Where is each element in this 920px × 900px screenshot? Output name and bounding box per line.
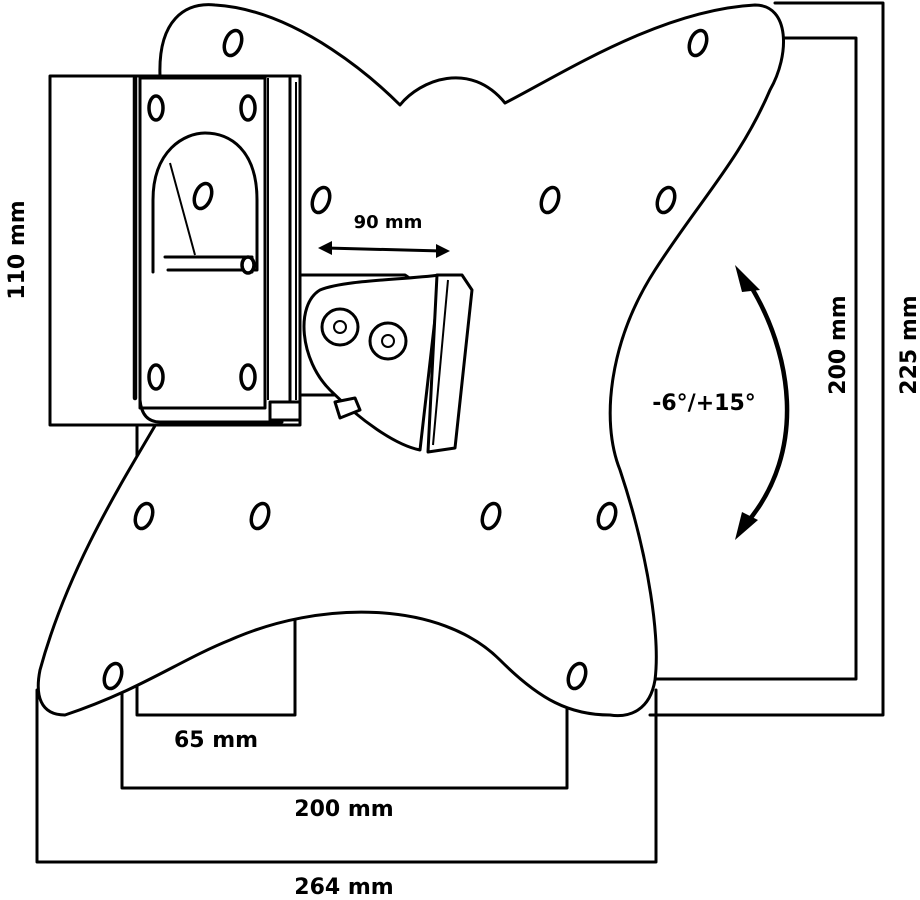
label-vesa-vertical: 200 mm bbox=[826, 295, 851, 394]
wall-bracket bbox=[48, 74, 302, 427]
vesa-holes bbox=[102, 28, 709, 691]
mount-hole bbox=[566, 661, 588, 691]
bracket-hole bbox=[192, 181, 214, 211]
label-plate-width: 264 mm bbox=[294, 875, 393, 900]
mount-hole bbox=[102, 661, 124, 691]
arrow-head-down-icon bbox=[735, 512, 758, 540]
mount-hole bbox=[480, 501, 502, 531]
mount-arm bbox=[268, 273, 474, 454]
arrow-head-up-icon bbox=[735, 265, 760, 292]
label-bracket-height: 110 mm bbox=[5, 200, 30, 299]
label-bracket-width: 65 mm bbox=[174, 728, 258, 753]
hex-bolt-icon bbox=[368, 321, 408, 361]
label-arm-extension: 90 mm bbox=[354, 212, 423, 233]
bracket-hole bbox=[239, 94, 257, 122]
extension-arrow bbox=[318, 241, 450, 258]
bracket-hole bbox=[147, 363, 165, 391]
mount-hole bbox=[310, 185, 332, 215]
tv-head-bracket bbox=[426, 273, 474, 454]
mount-hole bbox=[687, 28, 709, 58]
arrow-right-icon bbox=[436, 244, 450, 258]
mount-hole bbox=[655, 185, 677, 215]
tilt-slot bbox=[151, 131, 259, 274]
mount-hole bbox=[222, 28, 244, 58]
dim-line-plate-width bbox=[35, 688, 658, 864]
arm-joint bbox=[302, 273, 442, 452]
tilt-arrow bbox=[735, 265, 790, 540]
label-vesa-horizontal: 200 mm bbox=[294, 797, 393, 822]
mount-hole bbox=[539, 185, 561, 215]
bracket-hole bbox=[147, 94, 165, 122]
mount-hole bbox=[133, 501, 155, 531]
label-tilt-range: -6°/+15° bbox=[652, 391, 756, 416]
hex-bolt-icon bbox=[320, 307, 360, 347]
bracket-hole bbox=[239, 363, 257, 391]
dim-line-plate-height bbox=[648, 1, 885, 717]
dim-line-vesa-horizontal bbox=[120, 677, 569, 790]
mount-hole bbox=[596, 501, 618, 531]
label-plate-height: 225 mm bbox=[897, 295, 920, 394]
wall-plate-front bbox=[138, 76, 267, 410]
arrow-left-icon bbox=[318, 241, 332, 255]
mount-hole bbox=[249, 501, 271, 531]
